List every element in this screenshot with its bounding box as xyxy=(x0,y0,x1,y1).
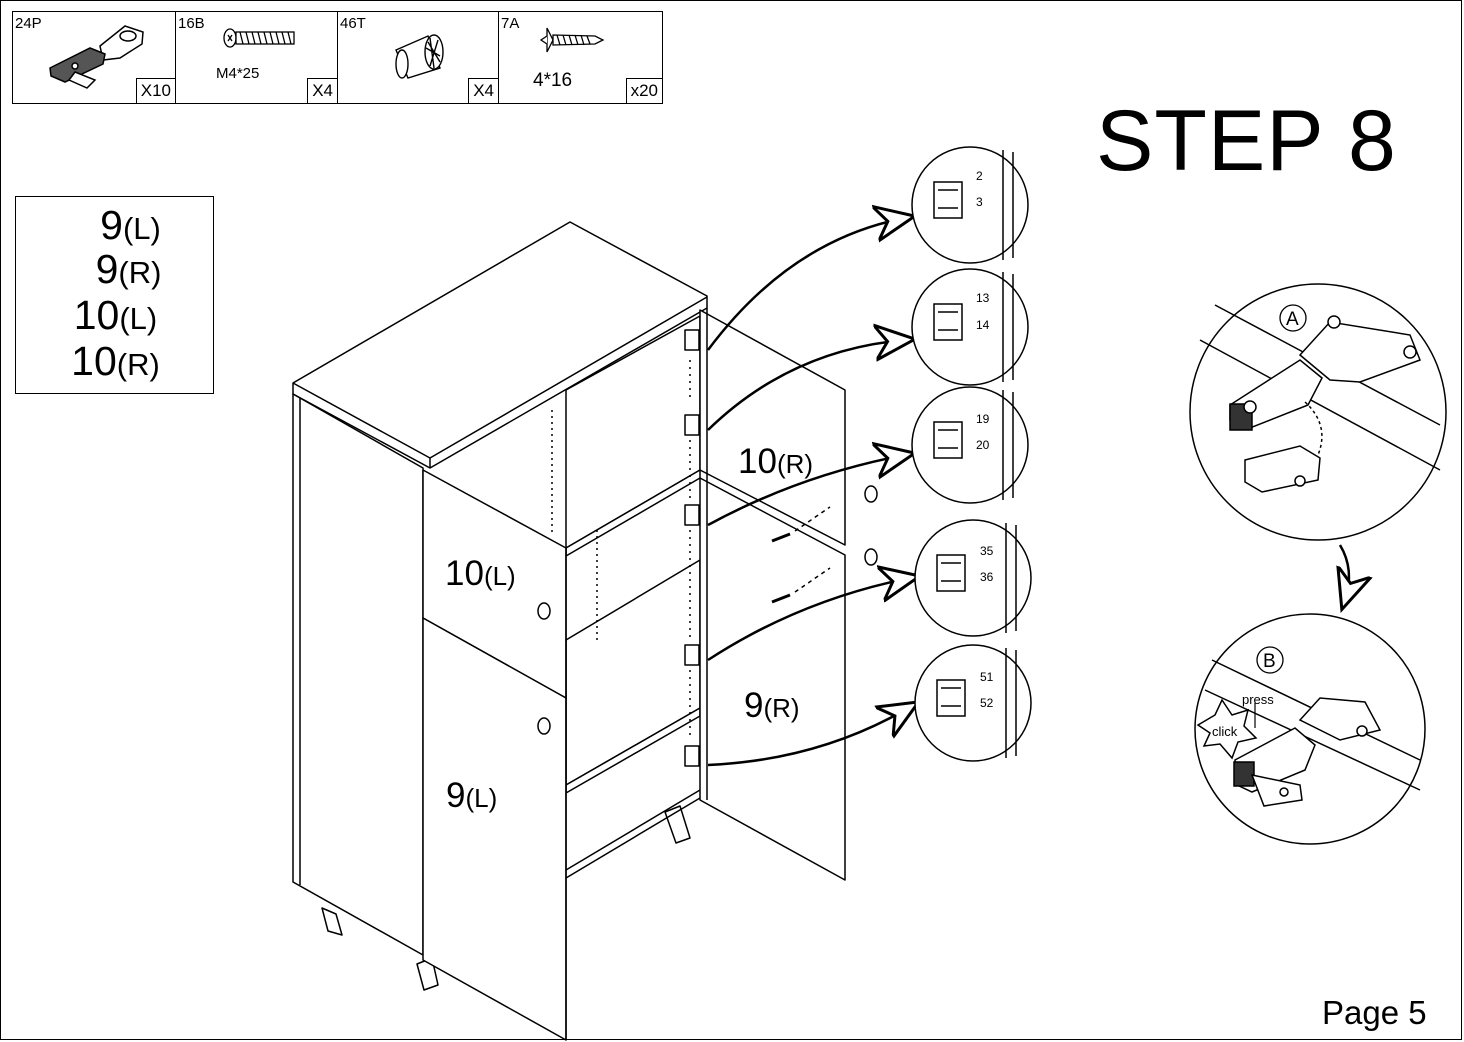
hinge-mount xyxy=(684,329,700,767)
callout-number: 35 xyxy=(980,544,994,558)
knob xyxy=(864,485,878,503)
label-b xyxy=(1256,646,1284,674)
part-code: 16B xyxy=(178,15,205,32)
detail-circle xyxy=(911,386,1029,504)
label-a-text: A xyxy=(1286,309,1299,330)
panel-list-item: 9(R) xyxy=(95,246,162,292)
label-door-10-right: 10(R) xyxy=(738,442,814,481)
press-text: press xyxy=(1242,692,1274,707)
down-arrow xyxy=(1340,544,1349,600)
qty-badge: x20 xyxy=(625,78,663,104)
part-cell-46t: 46T X4 xyxy=(338,12,499,104)
qty-badge: X10 xyxy=(135,78,176,104)
panel-list-item: 10(R) xyxy=(71,338,160,384)
left-side-panel xyxy=(292,393,424,956)
callout-number: 3 xyxy=(976,195,983,209)
knob-icon xyxy=(395,34,444,79)
callout-number: 52 xyxy=(980,696,994,710)
panel-list-item: 9(L) xyxy=(100,202,161,248)
screw-icon xyxy=(539,27,605,53)
detail-callouts xyxy=(911,146,1032,762)
panel-list-item: 10(L) xyxy=(73,292,158,338)
part-size: M4*25 xyxy=(216,65,260,82)
knob xyxy=(537,717,551,735)
leg xyxy=(321,907,343,936)
label-b-text: B xyxy=(1263,651,1276,672)
hinge-icon xyxy=(49,25,144,89)
part-code: 24P xyxy=(15,15,42,32)
hinge-detail-b xyxy=(1194,613,1426,845)
part-code: 46T xyxy=(340,15,366,32)
part-size: 4*16 xyxy=(533,70,573,91)
callout-number: 13 xyxy=(976,291,990,305)
step-title: STEP 8 xyxy=(1096,93,1397,189)
part-cell-24p: 24P X10 xyxy=(13,12,176,104)
callout-number: 2 xyxy=(976,169,983,183)
screw xyxy=(771,532,791,543)
part-cell-7a: 7A 4*16 x20 xyxy=(499,12,663,104)
callout-number: 14 xyxy=(976,318,990,332)
detail-circle xyxy=(914,644,1032,762)
detail-circle xyxy=(914,519,1032,637)
bolt-icon xyxy=(223,28,295,48)
part-code: 7A xyxy=(501,15,520,32)
hinge-detail-a xyxy=(1189,283,1447,541)
label-door-9-right: 9(R) xyxy=(744,686,800,725)
door-9-right xyxy=(699,477,846,881)
knob xyxy=(537,602,551,620)
knob xyxy=(864,548,878,566)
callout-number: 51 xyxy=(980,670,994,684)
part-cell-16b: 16B M4*25 X4 xyxy=(176,12,338,104)
label-door-10-left: 10(L) xyxy=(445,554,516,593)
parts-table: 24P X10 16B M4*25 X4 46T xyxy=(12,11,663,104)
detail-circle xyxy=(911,268,1029,386)
label-door-9-left: 9(L) xyxy=(446,776,498,815)
click-text: click xyxy=(1212,724,1238,739)
detail-circle xyxy=(911,146,1029,264)
qty-badge: X4 xyxy=(307,78,338,104)
callout-number: 19 xyxy=(976,412,990,426)
label-a xyxy=(1279,304,1307,332)
panel-list-box: 9(L) 9(R) 10(L) 10(R) xyxy=(15,196,214,394)
qty-badge: X4 xyxy=(468,78,499,104)
screw xyxy=(771,593,791,604)
page-number: Page 5 xyxy=(1322,994,1427,1031)
callout-number: 20 xyxy=(976,438,990,452)
door-10-right xyxy=(699,309,846,546)
callout-number: 36 xyxy=(980,570,994,584)
